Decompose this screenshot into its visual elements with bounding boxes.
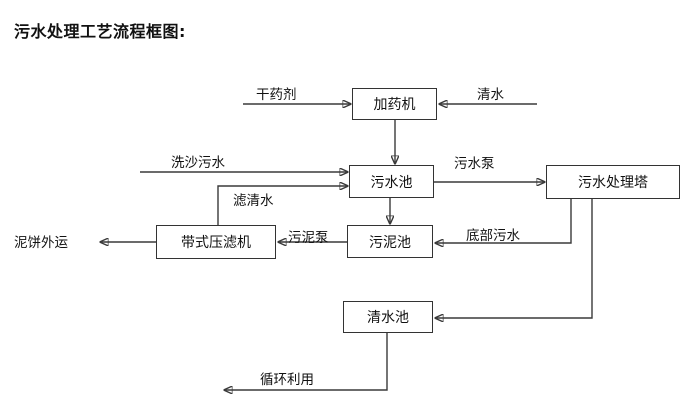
- edge-label-sewage-pump: 污水泵: [454, 156, 495, 172]
- wire-filtrate: [217, 186, 348, 226]
- node-label: 清水池: [367, 310, 409, 326]
- node-belt-filter-press[interactable]: 带式压滤机: [156, 225, 276, 259]
- wire-tower-to-clear-pool: [435, 199, 593, 318]
- node-label: 污水处理塔: [578, 175, 648, 191]
- terminal-label-cake-transport-out: 泥饼外运: [14, 235, 68, 251]
- node-label: 污水池: [370, 174, 413, 191]
- node-sewage-pool[interactable]: 污水池: [349, 165, 434, 198]
- wire-recycle: [224, 333, 388, 390]
- wire-bottom-sewage: [435, 199, 572, 243]
- edge-label-sludge-pump: 污泥泵: [288, 230, 329, 246]
- edge-label-bottom-sewage: 底部污水: [466, 228, 520, 244]
- node-dosing-machine[interactable]: 加药机: [352, 88, 437, 120]
- edge-label-filtrate: 滤清水: [233, 193, 274, 209]
- edge-label-sand-washing-sewage: 洗沙污水: [171, 155, 225, 171]
- node-clear-water-pool[interactable]: 清水池: [343, 301, 433, 333]
- node-treatment-tower[interactable]: 污水处理塔: [546, 165, 680, 199]
- page-title: 污水处理工艺流程框图:: [14, 22, 186, 41]
- edge-label-clean-water: 清水: [477, 87, 504, 103]
- node-sludge-pool[interactable]: 污泥池: [347, 225, 433, 258]
- node-label: 加药机: [373, 97, 416, 113]
- edge-label-dry-agent: 干药剂: [256, 87, 297, 103]
- node-label: 带式压滤机: [181, 235, 251, 251]
- edge-label-recycle: 循环利用: [260, 372, 314, 388]
- node-label: 污泥池: [369, 234, 411, 251]
